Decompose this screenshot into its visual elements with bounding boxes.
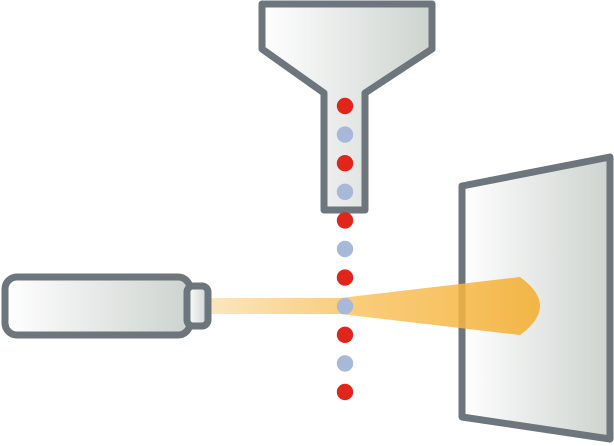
beam-narrow-section [210,298,345,314]
particle-red [336,326,354,343]
beam-wide-section [340,277,540,335]
light-source [1,273,212,339]
light-source-nozzle [183,282,212,330]
particle-blue [336,240,354,258]
particle-red [336,97,354,115]
particle-red [336,155,354,172]
light-source-body [1,273,194,339]
particle-blue [336,298,354,315]
particle-stream [336,97,354,401]
particle-red [336,269,354,286]
particle-blue [336,355,354,372]
light-beam [210,277,540,335]
particle-blue [336,126,354,143]
particle-red [336,212,354,229]
particle-red [336,383,354,401]
particle-blue [336,183,354,200]
